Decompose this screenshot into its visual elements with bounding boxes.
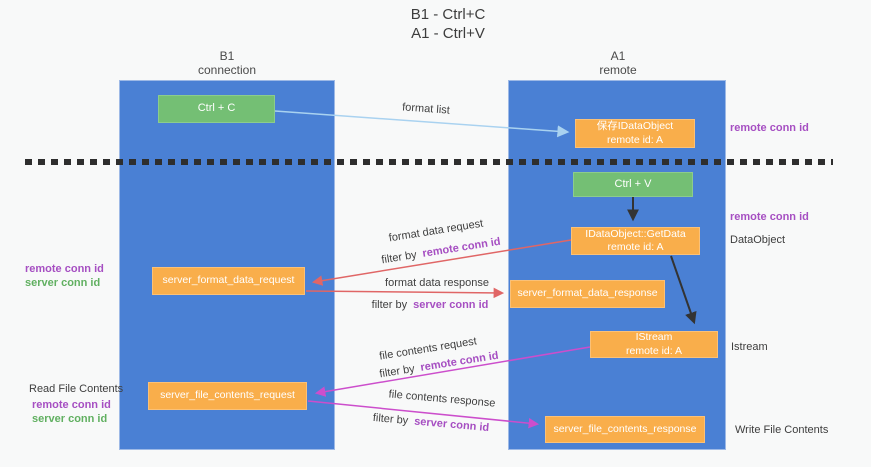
edge-label-format-data-response: format data response bbox=[385, 277, 489, 289]
node-ctrl-c-label: Ctrl + C bbox=[197, 102, 236, 115]
node-server-file-contents-response-label: server_file_contents_response bbox=[553, 422, 697, 435]
node-ctrl-v: Ctrl + V bbox=[573, 172, 693, 197]
filter-by-text: filter by bbox=[372, 411, 409, 427]
edge-label-filter-server-2: filter by server conn id bbox=[372, 412, 489, 434]
left-label-server-conn-id-2: server conn id bbox=[32, 413, 108, 425]
edge-format-data-response bbox=[305, 287, 505, 299]
node-server-file-contents-request: server_file_contents_request bbox=[148, 382, 307, 410]
node-server-format-data-response-label: server_format_data_response bbox=[517, 287, 658, 300]
node-idataobject-getdata: IDataObject::GetData remote id: A bbox=[571, 227, 700, 255]
node-server-file-contents-response: server_file_contents_response bbox=[545, 416, 705, 443]
edge-label-file-contents-response: file contents response bbox=[388, 388, 496, 410]
lane-right-subtitle: remote bbox=[599, 62, 637, 77]
lane-header-right: A1 remote bbox=[599, 49, 637, 78]
left-label-remote-conn-id-2: remote conn id bbox=[32, 399, 111, 411]
lane-header-left: B1 connection bbox=[197, 49, 257, 78]
left-label-server-conn-id: server conn id bbox=[25, 277, 101, 289]
lane-left-title: B1 bbox=[219, 49, 235, 63]
right-label-remote-conn-id-mid: remote conn id bbox=[730, 211, 809, 223]
filter-by-text: filter by bbox=[371, 299, 408, 311]
edge-label-filter-server-1: filter by server conn id bbox=[372, 299, 489, 311]
right-label-write-file-contents: Write File Contents bbox=[735, 424, 829, 436]
lane-right-title: A1 bbox=[610, 49, 626, 63]
remote-conn-id-text: remote conn id bbox=[421, 235, 502, 260]
node-idataobject-getdata-line1: IDataObject::GetData bbox=[585, 227, 686, 240]
lane-left-subtitle: connection bbox=[197, 62, 257, 77]
dashed-separator bbox=[25, 159, 833, 165]
right-label-remote-conn-id-top: remote conn id bbox=[730, 122, 809, 134]
node-save-idataobject-line2: remote id: A bbox=[606, 133, 664, 146]
diagram-title: B1 - Ctrl+C A1 - Ctrl+V bbox=[411, 6, 486, 44]
node-istream-line2: remote id: A bbox=[625, 344, 683, 357]
node-idataobject-getdata-line2: remote id: A bbox=[607, 241, 664, 253]
server-conn-id-text: server conn id bbox=[413, 415, 490, 435]
node-istream-line1: IStream bbox=[635, 331, 673, 344]
node-server-format-data-request-label: server_format_data_request bbox=[162, 274, 295, 287]
title-line-2: A1 - Ctrl+V bbox=[411, 24, 485, 42]
node-save-idataobject-line1: 保存IDataObject bbox=[596, 120, 674, 133]
node-ctrl-v-label: Ctrl + V bbox=[614, 177, 652, 190]
title-line-1: B1 - Ctrl+C bbox=[410, 6, 486, 23]
node-istream: IStream remote id: A bbox=[590, 331, 718, 358]
filter-by-text: filter by bbox=[380, 248, 418, 267]
left-label-remote-conn-id: remote conn id bbox=[25, 263, 104, 275]
node-server-file-contents-request-label: server_file_contents_request bbox=[160, 389, 295, 402]
node-server-format-data-request: server_format_data_request bbox=[152, 267, 305, 295]
filter-by-text: filter by bbox=[378, 362, 416, 381]
right-label-dataobject: DataObject bbox=[730, 234, 786, 246]
node-ctrl-c: Ctrl + C bbox=[158, 95, 275, 123]
node-save-idataobject: 保存IDataObject remote id: A bbox=[575, 119, 695, 148]
edge-label-format-list: format list bbox=[401, 101, 451, 117]
left-label-read-file-contents: Read File Contents bbox=[29, 383, 124, 395]
node-server-format-data-response: server_format_data_response bbox=[510, 280, 665, 308]
server-conn-id-text: server conn id bbox=[413, 299, 489, 311]
right-label-istream: Istream bbox=[731, 341, 768, 353]
